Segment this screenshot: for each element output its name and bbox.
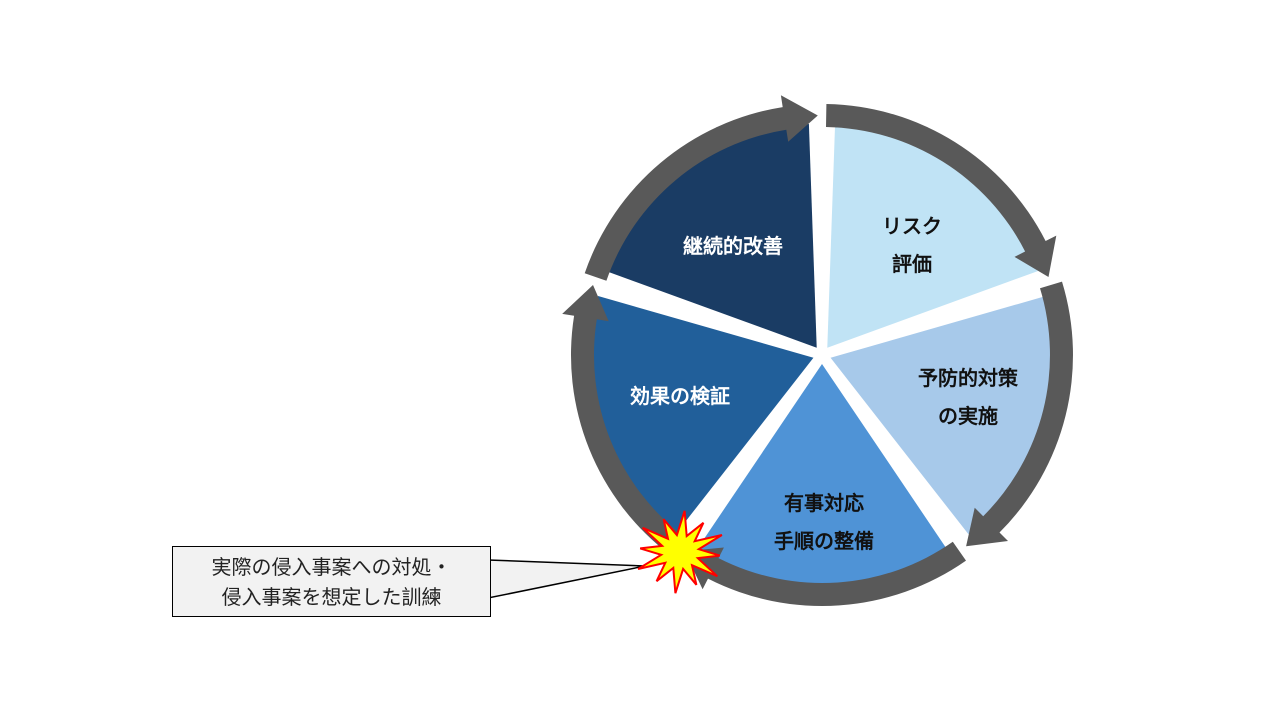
- label-line: 継続的改善: [683, 234, 783, 258]
- wedge-verification: [589, 296, 814, 535]
- cycle-arrow-3: [684, 541, 966, 606]
- cycle-arrow-1: [826, 104, 1057, 277]
- label-line: 予防的対策: [918, 366, 1018, 390]
- wedge-risk-assessment: [827, 123, 1038, 348]
- label-line: リスク: [882, 214, 942, 238]
- cycle-arrow-2: [966, 281, 1073, 547]
- wedge-incident-procedure: [696, 364, 948, 589]
- label-line: 評価: [892, 252, 932, 276]
- cycle-arrow-4: [562, 285, 685, 556]
- step-verification-label: 効果の検証: [630, 377, 730, 415]
- label-line: 効果の検証: [630, 384, 730, 408]
- incident-callout: 実際の侵入事案への対処・ 侵入事案を想定した訓練: [172, 546, 491, 617]
- wedge-preventive-measures: [830, 296, 1055, 535]
- label-line: の実施: [938, 404, 998, 428]
- label-line: 有事対応: [784, 491, 864, 515]
- step-incident-procedure-label: 有事対応 手順の整備: [774, 484, 874, 560]
- step-preventive-measures-label: 予防的対策 の実施: [918, 359, 1018, 435]
- step-risk-assessment-label: リスク 評価: [882, 207, 942, 283]
- label-line: 手順の整備: [774, 529, 874, 553]
- step-continuous-improvement-label: 継続的改善: [683, 227, 783, 265]
- explosion-burst-icon: [637, 510, 723, 594]
- callout-line-1: 実際の侵入事案への対処・: [211, 555, 452, 579]
- wedge-continuous-improvement: [606, 123, 817, 348]
- callout-pointer: [487, 559, 646, 599]
- callout-line-2: 侵入事案を想定した訓練: [221, 585, 442, 609]
- cycle-arrow-5: [584, 95, 818, 281]
